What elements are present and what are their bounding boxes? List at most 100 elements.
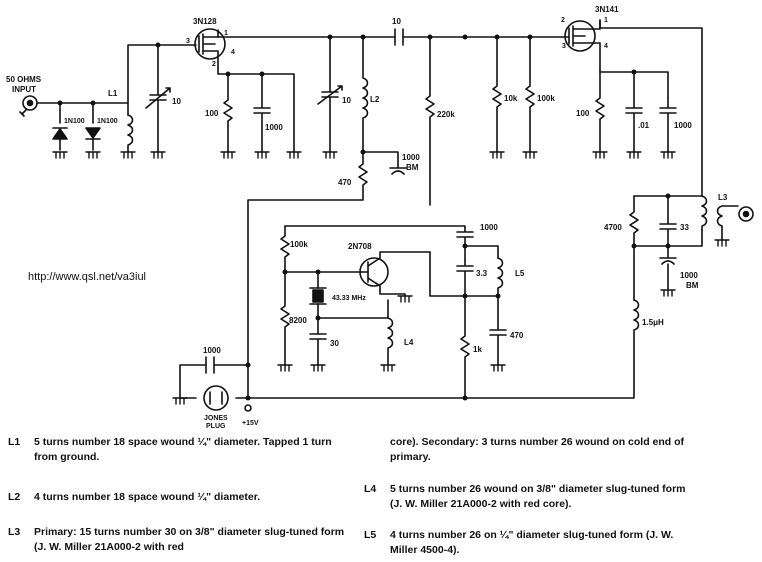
cap-01 bbox=[625, 71, 643, 153]
q3-collector-bus bbox=[429, 251, 499, 297]
ccouple-label: 10 bbox=[392, 17, 401, 26]
coil-l5 bbox=[497, 257, 504, 291]
choke-15uh bbox=[247, 299, 640, 399]
supply-label: +15V bbox=[242, 420, 259, 427]
d1-label: 1N100 bbox=[64, 118, 85, 125]
r470-label: 470 bbox=[338, 178, 352, 187]
jones-plug bbox=[179, 385, 249, 411]
q1-label: 3N128 bbox=[193, 17, 217, 26]
note-l1: L1 5 turns number 18 space wound ¼" diam… bbox=[8, 436, 332, 463]
cq1s-label: 1000 bbox=[265, 123, 283, 132]
svg-text:1: 1 bbox=[604, 17, 608, 24]
cap-q1-source bbox=[253, 73, 271, 153]
cq2s-label: 1000 bbox=[674, 121, 692, 130]
cap-q2-source bbox=[659, 97, 677, 153]
note-l4: L4 5 turns number 26 wound on 3/8" diame… bbox=[364, 483, 686, 510]
svg-text:3: 3 bbox=[186, 38, 190, 45]
r10k-label: 10k bbox=[504, 94, 518, 103]
tank-l5-bus bbox=[464, 245, 499, 259]
supply-terminal bbox=[244, 404, 252, 412]
cap-30 bbox=[309, 317, 327, 366]
c30-label: 30 bbox=[330, 339, 339, 348]
q1-gate-lead bbox=[127, 44, 197, 116]
cap-470 bbox=[489, 295, 507, 366]
l5-label: L5 bbox=[515, 269, 525, 278]
cap-tune-2 bbox=[317, 36, 343, 153]
coil-notes: L1 5 turns number 18 space wound ¼" diam… bbox=[0, 430, 762, 562]
coil-l3-primary bbox=[701, 195, 708, 231]
input-label-1: 50 OHMS bbox=[6, 75, 42, 84]
rq2s-label: 100 bbox=[576, 109, 590, 118]
c470-label: 470 bbox=[510, 331, 524, 340]
source-url: http://www.qsl.net/va3iul bbox=[28, 271, 146, 283]
svg-text:2: 2 bbox=[212, 61, 216, 68]
svg-text:2: 2 bbox=[561, 17, 565, 24]
jones-label-1: JONES bbox=[204, 415, 228, 422]
res-1k bbox=[460, 295, 470, 399]
r100k-label: 100k bbox=[537, 94, 555, 103]
osc-top-bus bbox=[284, 225, 466, 229]
res-100k bbox=[525, 36, 535, 153]
res-100k-osc bbox=[280, 225, 363, 273]
c33-label: 33 bbox=[680, 223, 689, 232]
xtal-label: 43.33 MHz bbox=[332, 295, 366, 302]
l1-label: L1 bbox=[108, 89, 118, 98]
c1000ps-label: 1000 bbox=[203, 346, 221, 355]
jones-label-2: PLUG bbox=[206, 423, 226, 430]
q1-mosfet bbox=[194, 28, 226, 69]
gate2-bus bbox=[425, 36, 435, 206]
rq1s-label: 100 bbox=[205, 109, 219, 118]
res-10k bbox=[492, 36, 502, 153]
ground-symbols bbox=[52, 151, 730, 405]
q2-mosfet bbox=[561, 19, 601, 71]
l4-label: L4 bbox=[404, 338, 414, 347]
r8200-label: 8200 bbox=[289, 316, 307, 325]
svg-text:3: 3 bbox=[562, 43, 566, 50]
svg-text:4: 4 bbox=[604, 43, 608, 50]
coil-l2 bbox=[362, 36, 369, 153]
q3-emitter-gnd bbox=[379, 289, 406, 297]
res-q2-source bbox=[595, 71, 605, 153]
cbm2b-label: BM bbox=[686, 281, 699, 290]
q3-bjt bbox=[359, 251, 431, 291]
cbm1b-label: BM bbox=[406, 163, 419, 172]
note-l3: L3 Primary: 15 turns number 30 on 3/8" d… bbox=[8, 526, 345, 553]
cin-label: 10 bbox=[172, 97, 181, 106]
r100kosc-label: 100k bbox=[290, 240, 308, 249]
l3-label: L3 bbox=[718, 193, 728, 202]
diode-d1 bbox=[52, 102, 68, 151]
cbm2a-label: 1000 bbox=[680, 271, 698, 280]
input-connector bbox=[19, 95, 38, 117]
cap-33 bbox=[659, 195, 677, 247]
l15-label: 1.5μH bbox=[642, 318, 664, 327]
input-label-2: INPUT bbox=[12, 85, 36, 94]
cap-1000-ps bbox=[179, 356, 249, 399]
q1-source-bus bbox=[217, 67, 295, 153]
c33osc-label: 3.3 bbox=[476, 269, 488, 278]
ctune2-label: 10 bbox=[342, 96, 351, 105]
res-8200 bbox=[280, 271, 290, 366]
cap-bm-1 bbox=[362, 151, 407, 175]
r4700-label: 4700 bbox=[604, 223, 622, 232]
res-470 bbox=[247, 151, 368, 396]
r220k-label: 220k bbox=[437, 110, 455, 119]
cap-1000-top bbox=[456, 227, 474, 261]
r1k-label: 1k bbox=[473, 345, 482, 354]
coil-l4 bbox=[387, 317, 394, 366]
d2-label: 1N100 bbox=[97, 118, 118, 125]
cap-couple bbox=[394, 28, 404, 46]
svg-text:1: 1 bbox=[224, 30, 228, 37]
q2-label: 3N141 bbox=[595, 5, 619, 14]
output-connector bbox=[738, 206, 754, 222]
cbm1a-label: 1000 bbox=[402, 153, 420, 162]
tank-bus bbox=[633, 229, 703, 247]
note-l3-cont: core). Secondary: 3 turns number 26 woun… bbox=[390, 436, 685, 463]
c1000top-label: 1000 bbox=[480, 223, 498, 232]
svg-text:4: 4 bbox=[231, 49, 235, 56]
note-l5: L5 4 turns number 26 on ¼" diameter slug… bbox=[364, 529, 674, 556]
res-4700 bbox=[629, 195, 639, 301]
q2-drain-line bbox=[599, 19, 703, 197]
coil-l1 bbox=[127, 114, 134, 153]
l2-label: L2 bbox=[370, 95, 380, 104]
diode-d2 bbox=[85, 102, 101, 151]
